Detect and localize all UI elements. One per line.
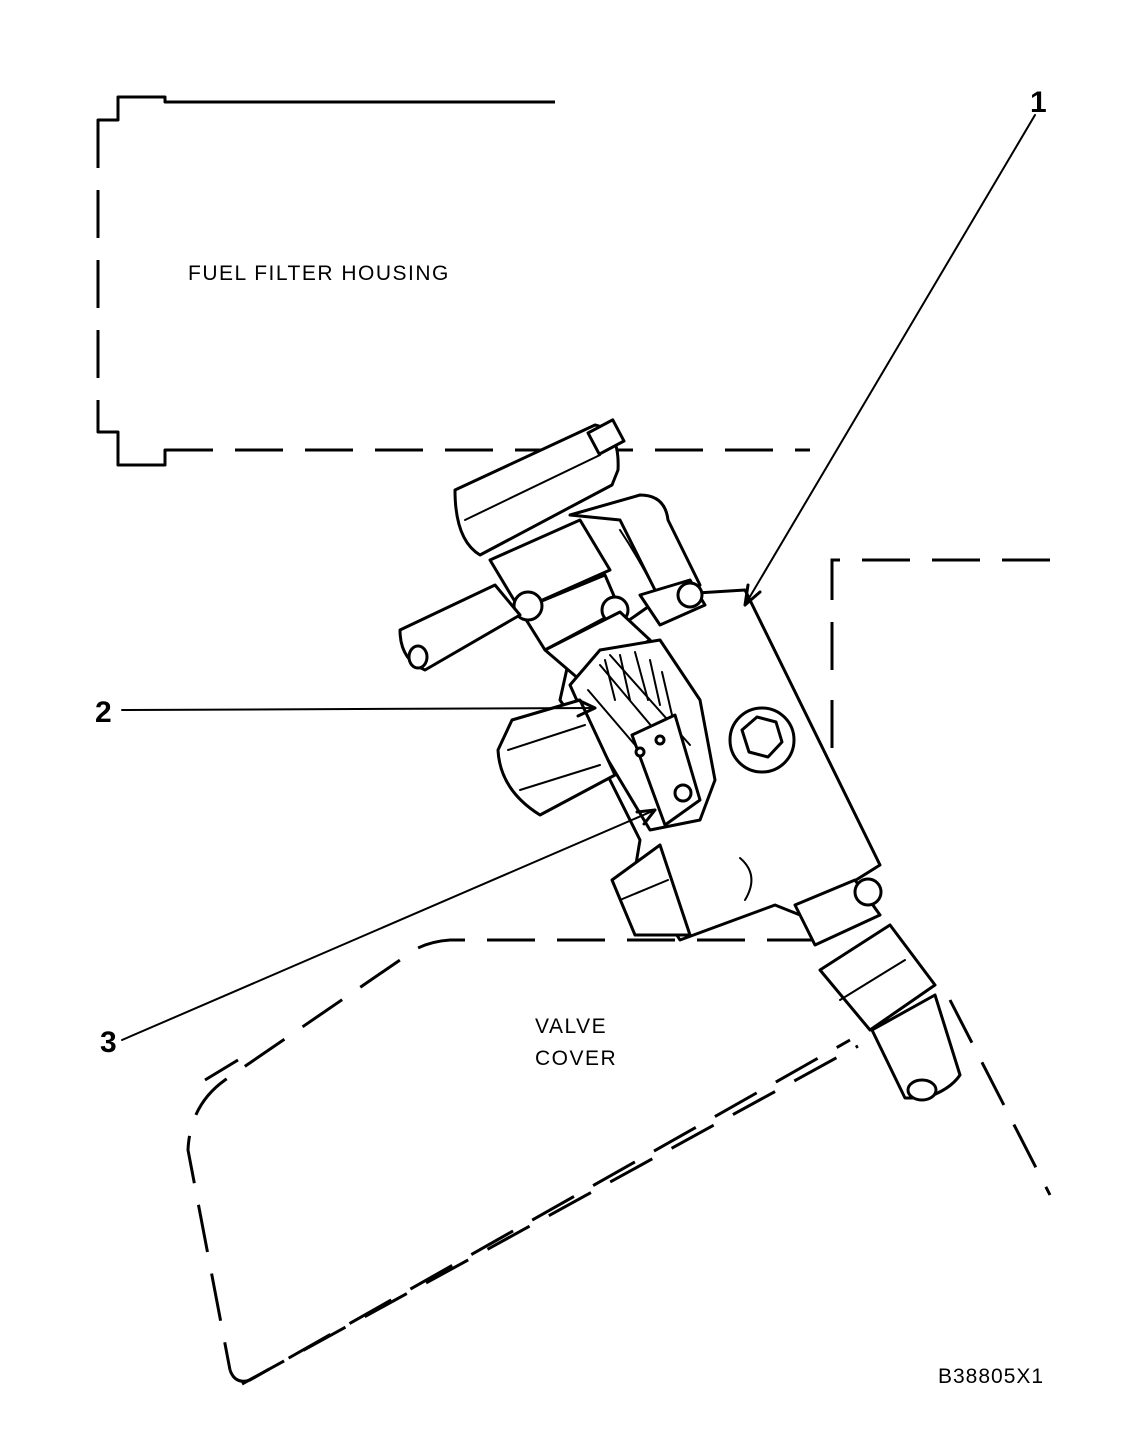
fuel-filter-housing-label: FUEL FILTER HOUSING bbox=[188, 262, 450, 285]
right-phantom-outline bbox=[830, 558, 1050, 780]
valve-assembly bbox=[398, 418, 962, 1102]
callout-3: 3 bbox=[100, 1026, 117, 1059]
leader-lines bbox=[121, 114, 1036, 1041]
fuel-filter-housing-outline bbox=[96, 95, 810, 467]
figure-id: B38805X1 bbox=[938, 1365, 1044, 1388]
callout-2: 2 bbox=[95, 696, 112, 729]
valve-cover-label-line2: COVER bbox=[535, 1047, 617, 1070]
callout-1: 1 bbox=[1030, 86, 1047, 119]
valve-cover-label-line1: VALVE bbox=[535, 1015, 607, 1038]
valve-cover-outline bbox=[186, 938, 1052, 1386]
